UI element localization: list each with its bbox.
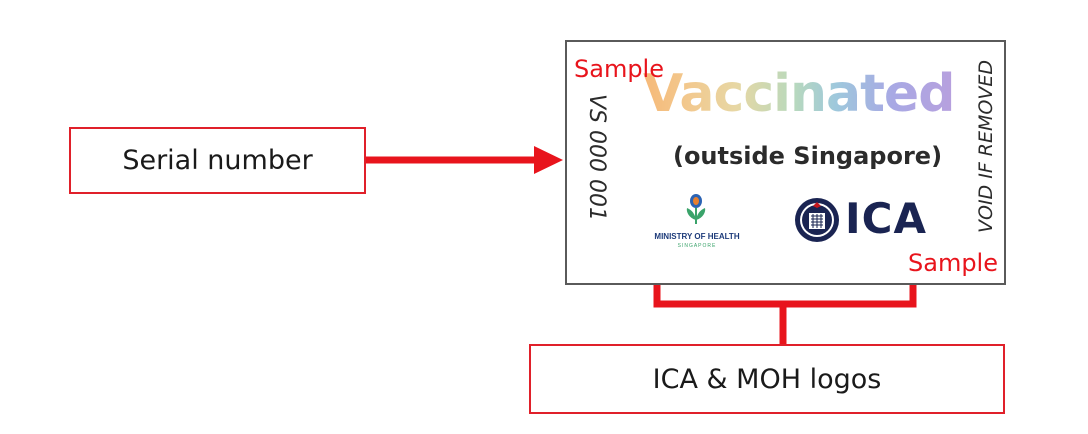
moh-subtitle-text: SINGAPORE [677, 243, 717, 249]
moh-emblem-icon [686, 194, 706, 224]
logos-callout: ICA & MOH logos [529, 344, 1005, 414]
logos-label: ICA & MOH logos [652, 363, 882, 395]
vaccinated-headline: Vaccinated [643, 64, 955, 124]
ica-name-text: ICA [845, 194, 927, 243]
sticker-serial-number: VS 000 001 [584, 94, 609, 221]
ica-seal-icon [795, 198, 839, 242]
sample-watermark-top: Sample [574, 55, 664, 83]
serial-number-label: Serial number [122, 145, 313, 176]
moh-logo: MINISTRY OF HEALTH SINGAPORE [637, 192, 757, 257]
outside-singapore-text: (outside Singapore) [672, 142, 943, 170]
logos-bracket [653, 285, 917, 308]
sample-watermark-bottom: Sample [908, 249, 998, 277]
vaccination-sticker: VS 000 001 VOID IF REMOVED Vaccinated (o… [565, 40, 1006, 285]
ica-logo: ICA [793, 194, 943, 246]
moh-name-text: MINISTRY OF HEALTH [654, 232, 740, 241]
serial-number-callout: Serial number [69, 127, 366, 194]
arrow-icon [534, 146, 563, 174]
